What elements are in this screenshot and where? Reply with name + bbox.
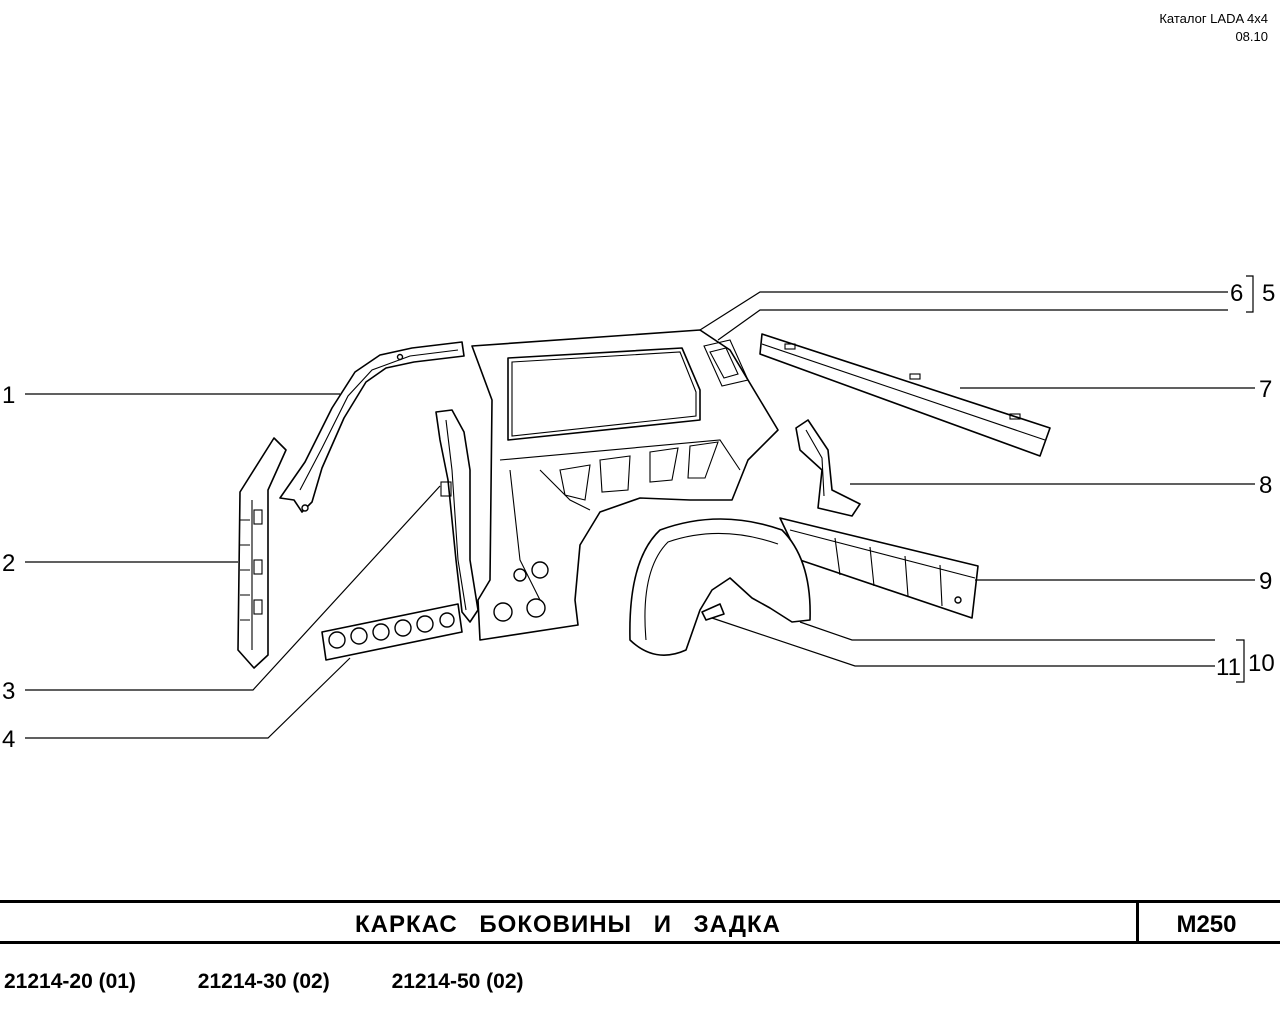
exploded-parts-diagram: 1 2 3 4 6 5 7 8 9 11 10 [2, 275, 1275, 753]
model-item: 21214-20 (01) [4, 970, 136, 993]
section-code: M250 [1176, 911, 1237, 938]
bracket-5-6 [1246, 275, 1254, 313]
callout-9: 9 [1259, 568, 1272, 595]
leader-11 [711, 617, 1215, 667]
callout-8: 8 [1259, 472, 1272, 499]
callout-5: 5 [1262, 280, 1275, 307]
model-item: 21214-50 (02) [391, 970, 524, 993]
callout-6: 6 [1230, 280, 1243, 307]
part-7-roof-cross-member [759, 333, 1051, 457]
part-8-bracket [795, 419, 861, 517]
callout-10: 10 [1248, 650, 1275, 677]
catalog-date: 08.10 [1235, 29, 1268, 44]
part-4-sill-panel [321, 603, 463, 661]
leader-5 [717, 309, 1228, 341]
part-3-pillar-inner [435, 409, 479, 623]
leader-3 [25, 485, 441, 691]
diagram-title: КАРКАС БОКОВИНЫ И ЗАДКА [355, 911, 781, 938]
callout-11: 11 [1216, 654, 1241, 681]
callout-7: 7 [1259, 376, 1272, 403]
part-1-roof-rail [279, 341, 465, 513]
bracket-10-11 [1236, 639, 1245, 683]
leader-10 [799, 621, 1215, 641]
part-5-side-panel [471, 329, 779, 641]
leader-4 [25, 657, 351, 739]
part-2-pillar-reinforcement [237, 437, 287, 669]
title-bar: КАРКАС БОКОВИНЫ И ЗАДКА M250 [0, 900, 1280, 944]
callout-4: 4 [2, 726, 15, 753]
model-list: 21214-20 (01) 21214-30 (02) 21214-50 (02… [4, 970, 580, 994]
part-10-wheel-arch [629, 518, 811, 656]
callout-1: 1 [2, 382, 15, 409]
callout-2: 2 [2, 550, 15, 577]
title-divider [1136, 903, 1139, 944]
catalog-label: Каталог LADA 4x4 [1159, 11, 1268, 26]
model-item: 21214-30 (02) [197, 970, 330, 993]
leader-6 [699, 291, 1228, 331]
callout-3: 3 [2, 678, 15, 705]
